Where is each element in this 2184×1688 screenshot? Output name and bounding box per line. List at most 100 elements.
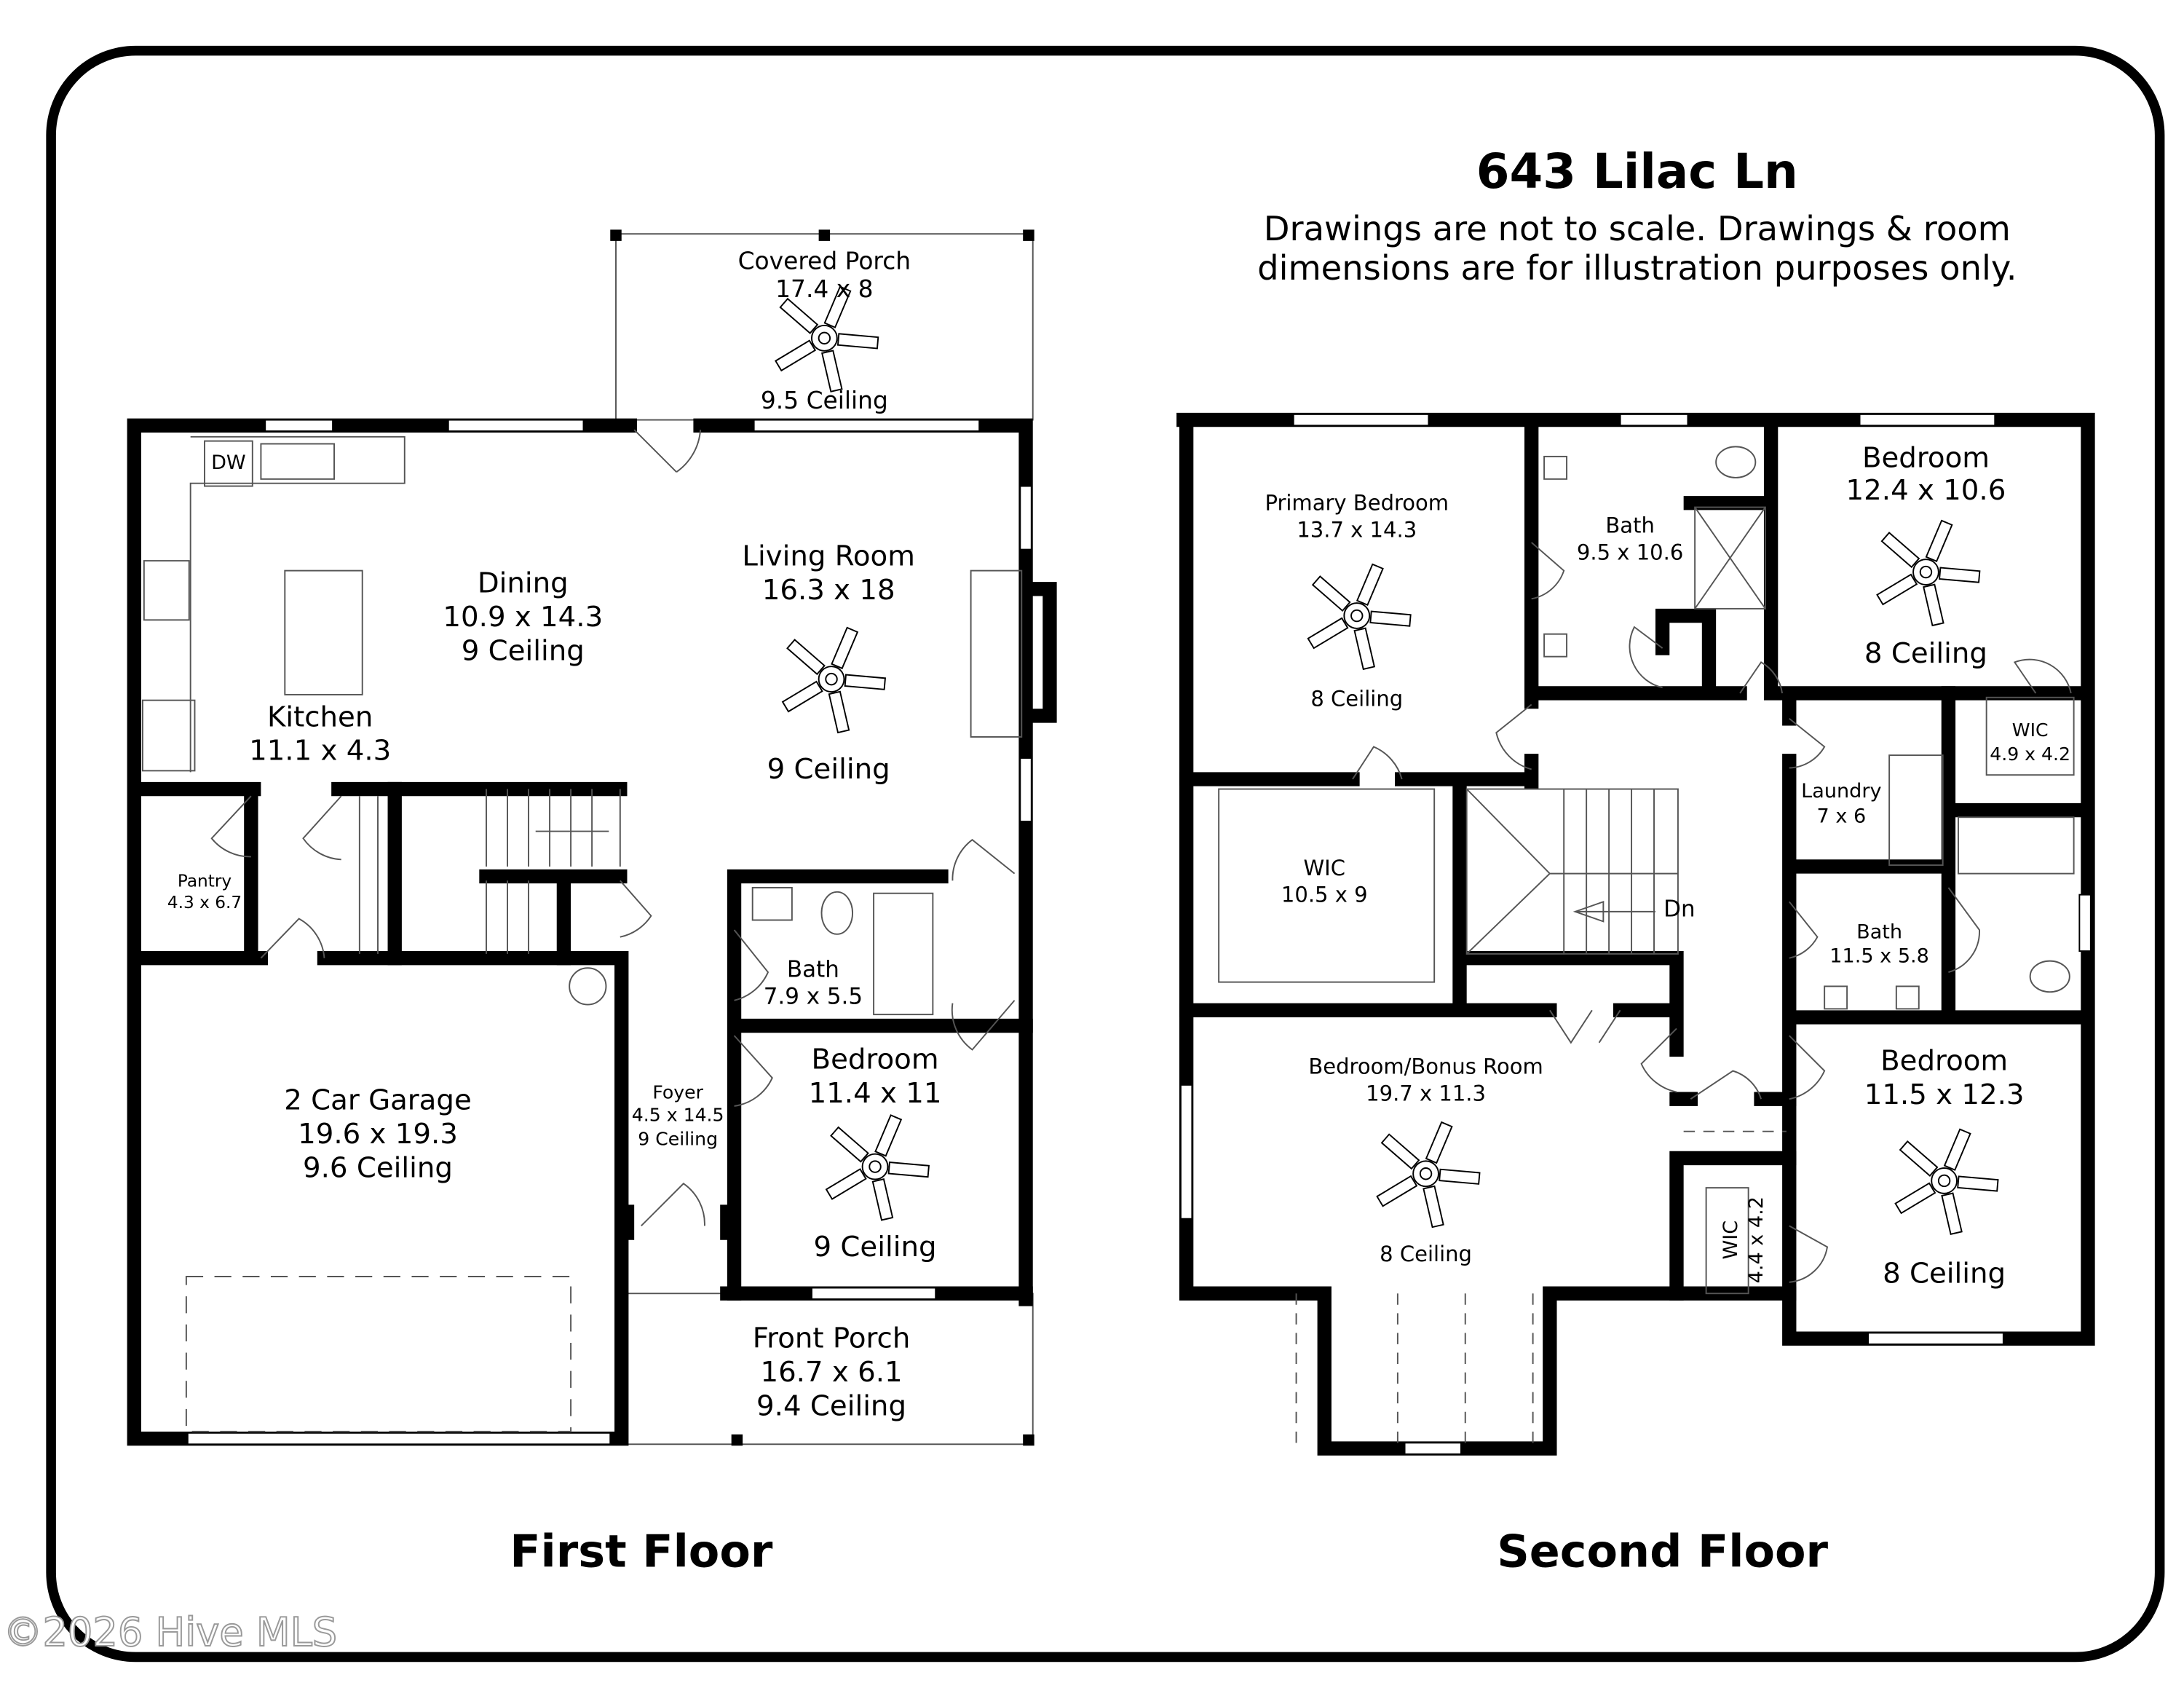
svg-text:4.3 x 6.7: 4.3 x 6.7 (167, 893, 242, 912)
door-swing-icon (210, 429, 1016, 1227)
ceiling-fan-icon (826, 1114, 930, 1221)
svg-text:4.5 x 14.5: 4.5 x 14.5 (632, 1104, 724, 1125)
svg-text:8 Ceiling: 8 Ceiling (1380, 1242, 1472, 1266)
svg-text:Bath: Bath (787, 957, 839, 983)
room-primary-bedroom: Primary Bedroom 13.7 x 14.3 8 Ceiling (1265, 491, 1449, 711)
room-garage: 2 Car Garage 19.6 x 19.3 9.6 Ceiling (284, 1084, 472, 1185)
svg-text:Primary Bedroom: Primary Bedroom (1265, 491, 1449, 516)
room-living-room: Living Room 16.3 x 18 9 Ceiling (742, 540, 915, 786)
svg-text:Foyer: Foyer (652, 1081, 703, 1103)
disclaimer-line-1: Drawings are not to scale. Drawings & ro… (1264, 209, 2011, 248)
toilet-icon (2029, 960, 2070, 993)
door-swing-icon (1352, 542, 2072, 1283)
room-hall-bath: Bath 11.5 x 5.8 (1829, 920, 1929, 967)
stairs (358, 789, 621, 954)
svg-text:11.1 x 4.3: 11.1 x 4.3 (249, 735, 391, 768)
svg-text:10.5 x 9: 10.5 x 9 (1281, 883, 1368, 907)
svg-text:8 Ceiling: 8 Ceiling (1883, 1258, 2006, 1290)
room-laundry: Laundry 7 x 6 (1801, 780, 1881, 828)
svg-text:8 Ceiling: 8 Ceiling (1310, 687, 1403, 711)
svg-text:Bedroom: Bedroom (1862, 441, 1990, 474)
room-covered-porch: Covered Porch 17.4 x 8 9.5 Ceiling (738, 246, 911, 414)
dishwasher (204, 440, 253, 487)
svg-text:WIC: WIC (1720, 1220, 1742, 1260)
water-heater-icon (569, 967, 607, 1006)
stairs-down-label: Dn (1663, 896, 1695, 922)
room-primary-wic: WIC 10.5 x 9 (1281, 856, 1368, 907)
room-primary-bath: Bath 9.5 x 10.6 (1577, 513, 1683, 565)
svg-text:7 x 6: 7 x 6 (1817, 805, 1867, 828)
svg-text:9.5 Ceiling: 9.5 Ceiling (761, 386, 888, 414)
svg-text:8 Ceiling: 8 Ceiling (1864, 637, 1987, 670)
washer-dryer (1888, 754, 1944, 866)
fireplace (1026, 582, 1057, 723)
svg-text:Front Porch: Front Porch (753, 1322, 911, 1355)
svg-text:Bedroom: Bedroom (812, 1043, 939, 1076)
svg-text:WIC: WIC (2012, 719, 2049, 741)
svg-text:19.7 x 11.3: 19.7 x 11.3 (1366, 1081, 1486, 1105)
svg-text:9.6 Ceiling: 9.6 Ceiling (303, 1151, 453, 1184)
ceiling-fan-icon (1894, 1128, 1999, 1235)
sink-icon (1543, 633, 1568, 658)
svg-text:10.9 x 14.3: 10.9 x 14.3 (443, 601, 603, 634)
svg-text:11.5 x 12.3: 11.5 x 12.3 (1864, 1078, 2025, 1111)
svg-text:17.4 x 8: 17.4 x 8 (775, 275, 873, 303)
room-wic-small: WIC 4.9 x 4.2 (1990, 719, 2070, 765)
svg-text:Dining: Dining (478, 567, 569, 599)
room-bedroom-2: Bedroom 12.4 x 10.6 8 Ceiling (1846, 441, 2006, 670)
svg-text:Bedroom/Bonus Room: Bedroom/Bonus Room (1308, 1054, 1543, 1079)
dishwasher-label: DW (211, 451, 246, 474)
svg-text:9 Ceiling: 9 Ceiling (638, 1128, 718, 1149)
svg-text:Bath: Bath (1605, 513, 1654, 538)
sink-icon (1824, 985, 1848, 1010)
toilet-icon (1715, 446, 1757, 478)
room-dining: Dining 10.9 x 14.3 9 Ceiling (443, 567, 603, 667)
svg-text:19.6 x 19.3: 19.6 x 19.3 (298, 1118, 458, 1151)
room-foyer: Foyer 4.5 x 14.5 9 Ceiling (632, 1081, 724, 1149)
room-bedroom: Bedroom 11.4 x 11 9 Ceiling (809, 1043, 942, 1263)
closet-shelving (1218, 788, 1436, 983)
svg-text:Bath: Bath (1856, 920, 1902, 943)
svg-text:Living Room: Living Room (742, 540, 915, 573)
first-floor-title: First Floor (510, 1525, 773, 1577)
ceiling-fan-icon (782, 626, 886, 733)
sink-icon (260, 443, 335, 480)
ceiling-fan-icon (1376, 1121, 1481, 1228)
svg-text:16.3 x 18: 16.3 x 18 (762, 574, 895, 607)
address-title: 643 Lilac Ln (1476, 143, 1798, 200)
bathtub (1957, 816, 2075, 875)
svg-text:Kitchen: Kitchen (267, 701, 373, 733)
room-bath: Bath 7.9 x 5.5 (764, 957, 863, 1010)
svg-text:13.7 x 14.3: 13.7 x 14.3 (1297, 517, 1417, 542)
svg-text:9 Ceiling: 9 Ceiling (813, 1231, 936, 1263)
svg-text:9 Ceiling: 9 Ceiling (462, 634, 585, 667)
svg-text:7.9 x 5.5: 7.9 x 5.5 (764, 983, 863, 1009)
svg-text:4.9 x 4.2: 4.9 x 4.2 (1990, 744, 2070, 765)
room-bedroom-3: Bedroom 11.5 x 12.3 8 Ceiling (1864, 1044, 2025, 1290)
watermark: ©2026 Hive MLS (3, 1609, 337, 1655)
svg-text:2 Car Garage: 2 Car Garage (284, 1084, 472, 1117)
page-border (46, 45, 2165, 1663)
sink-icon (1543, 455, 1568, 480)
ceiling-fan-icon (1876, 519, 1981, 626)
svg-text:12.4 x 10.6: 12.4 x 10.6 (1846, 474, 2006, 507)
sink-icon (1895, 985, 1920, 1010)
svg-text:Bedroom: Bedroom (1880, 1044, 2008, 1077)
bathtub (873, 892, 934, 1016)
svg-text:Covered Porch: Covered Porch (738, 246, 911, 275)
svg-text:9 Ceiling: 9 Ceiling (767, 753, 890, 786)
svg-text:Laundry: Laundry (1801, 780, 1881, 802)
fridge (141, 699, 196, 772)
stairs (1465, 788, 1679, 955)
room-bonus-room: Bedroom/Bonus Room 19.7 x 11.3 8 Ceiling (1308, 1054, 1543, 1266)
second-floor-plan: Dn Primary Bedroom 13.7 x 14.3 8 Ceiling (1176, 412, 2095, 1577)
svg-text:11.5 x 5.8: 11.5 x 5.8 (1829, 944, 1929, 967)
first-floor-plan: DW (127, 229, 1057, 1577)
svg-text:9.5 x 10.6: 9.5 x 10.6 (1577, 540, 1683, 564)
kitchen-island (284, 569, 363, 695)
disclaimer-line-2: dimensions are for illustration purposes… (1257, 248, 2017, 288)
svg-text:WIC: WIC (1303, 856, 1345, 880)
svg-text:9.4 Ceiling: 9.4 Ceiling (756, 1389, 906, 1422)
second-floor-title: Second Floor (1497, 1525, 1828, 1577)
